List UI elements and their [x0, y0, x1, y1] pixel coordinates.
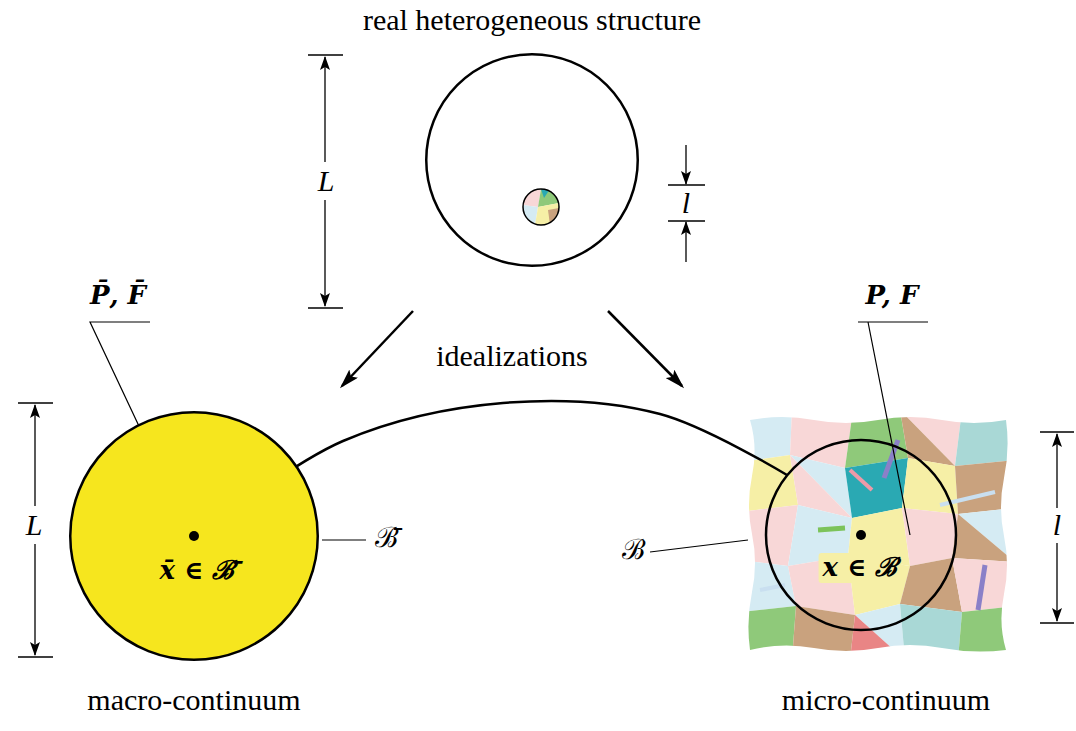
- region-caption: macro-continuum: [87, 683, 300, 718]
- point-label: x̄ ∈ ℬ̄: [160, 556, 235, 586]
- grain: [902, 508, 958, 566]
- quantity-label: P, F: [866, 281, 919, 311]
- leader-line: [322, 539, 366, 540]
- grain: [900, 410, 962, 466]
- sample-grains: [523, 189, 559, 225]
- dimension-line: [324, 57, 325, 162]
- dimension-label: L: [26, 508, 43, 543]
- grain: [952, 514, 1015, 562]
- node-outline: [69, 411, 319, 661]
- dimension-label: l: [1053, 508, 1061, 543]
- twin-band: [850, 470, 872, 490]
- micro-grains: [740, 410, 1015, 660]
- grain: [955, 460, 1015, 514]
- quantity-label: P̄, F̄: [90, 281, 146, 311]
- rve-circle: [766, 440, 956, 630]
- leader-line: [650, 540, 748, 552]
- dimension-line: [685, 222, 686, 262]
- dimension-tick: [18, 402, 53, 403]
- point-label: x ∈ ℬ: [819, 553, 902, 583]
- sample-outline: [523, 189, 559, 225]
- connector-arrow: [608, 311, 682, 386]
- micro-continuum-patch: x ∈ ℬmicro-continuum: [750, 418, 1005, 650]
- dimension-line: [324, 200, 325, 306]
- grain: [902, 458, 958, 514]
- dimension-tick: [668, 220, 705, 221]
- grain: [955, 410, 1015, 466]
- leader-line: [858, 322, 928, 535]
- grain: [900, 558, 962, 612]
- dimension-label: l: [682, 186, 690, 221]
- node-outline: [425, 53, 639, 267]
- grain: [792, 606, 855, 660]
- structure-circle: real heterogeneous structure: [425, 53, 639, 267]
- grain: [740, 606, 796, 660]
- region-label: ℬ: [622, 534, 645, 566]
- dimension-line: [1056, 543, 1057, 621]
- dimension-line: [685, 145, 686, 184]
- material-point: [856, 530, 866, 540]
- dimension-line: [34, 405, 35, 506]
- dimension-tick: [668, 184, 705, 185]
- figure-heading: real heterogeneous structure: [363, 3, 701, 38]
- dimension-lines: [18, 55, 1074, 657]
- arrow-label: idealizations: [436, 339, 588, 374]
- dimension-line: [1056, 434, 1057, 508]
- material-point: [189, 531, 199, 541]
- dimension-tick: [308, 307, 343, 308]
- dimension-tick: [1040, 431, 1074, 432]
- twin-band: [978, 565, 985, 610]
- grain: [900, 410, 955, 466]
- macro-continuum-disk: x̄ ∈ ℬ̄macro-continuum: [69, 411, 319, 661]
- connector-arrow: [342, 311, 413, 386]
- dimension-label: L: [318, 164, 335, 199]
- circle-outline: [426, 54, 638, 266]
- grain: [958, 606, 1015, 660]
- twin-band: [818, 528, 845, 530]
- grain: [535, 203, 559, 225]
- grain: [900, 604, 962, 660]
- dimension-line: [34, 544, 35, 655]
- dimension-tick: [1040, 622, 1074, 623]
- circle-outline: [70, 412, 318, 660]
- dimension-tick: [308, 54, 343, 55]
- region-caption: micro-continuum: [782, 683, 990, 718]
- dimension-tick: [18, 656, 53, 657]
- grain: [740, 560, 796, 612]
- region-label: ℬ̄: [375, 522, 398, 554]
- grain: [952, 558, 1015, 612]
